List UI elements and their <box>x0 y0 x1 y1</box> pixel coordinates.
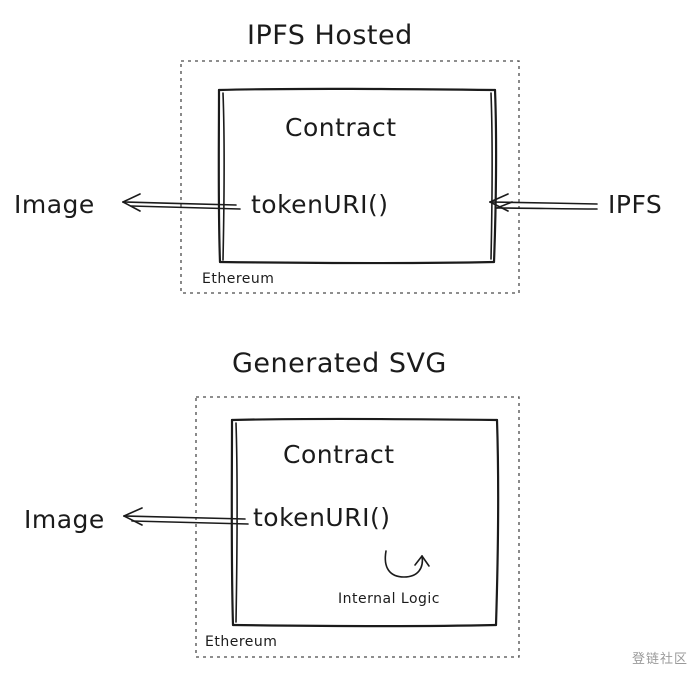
contract-box-svg <box>230 417 500 628</box>
diagram-title-generated-svg: Generated SVG <box>232 348 447 379</box>
image-label-ipfs: Image <box>14 190 95 219</box>
ipfs-label: IPFS <box>608 190 663 219</box>
watermark: 登链社区 <box>631 652 688 667</box>
arrow-ipfs-to-contract <box>489 193 598 212</box>
image-label-svg: Image <box>24 505 105 534</box>
diagram-title-ipfs-hosted: IPFS Hosted <box>247 20 413 51</box>
arrow-internal-logic-loop <box>384 550 430 578</box>
internal-logic-label: Internal Logic <box>338 591 440 607</box>
contract-box-ipfs <box>217 87 498 265</box>
arrow-contract-to-image-svg <box>123 507 249 526</box>
ethereum-label-svg: Ethereum <box>205 634 278 650</box>
contract-label-svg: Contract <box>283 440 395 469</box>
contract-label-ipfs: Contract <box>285 113 397 142</box>
tokenuri-label-svg: tokenURI() <box>253 503 391 532</box>
ethereum-boundary-ipfs <box>180 60 520 294</box>
arrow-contract-to-image-ipfs <box>122 193 241 212</box>
ethereum-label-ipfs: Ethereum <box>202 271 275 287</box>
tokenuri-label-ipfs: tokenURI() <box>251 190 389 219</box>
ethereum-boundary-svg <box>195 396 520 658</box>
